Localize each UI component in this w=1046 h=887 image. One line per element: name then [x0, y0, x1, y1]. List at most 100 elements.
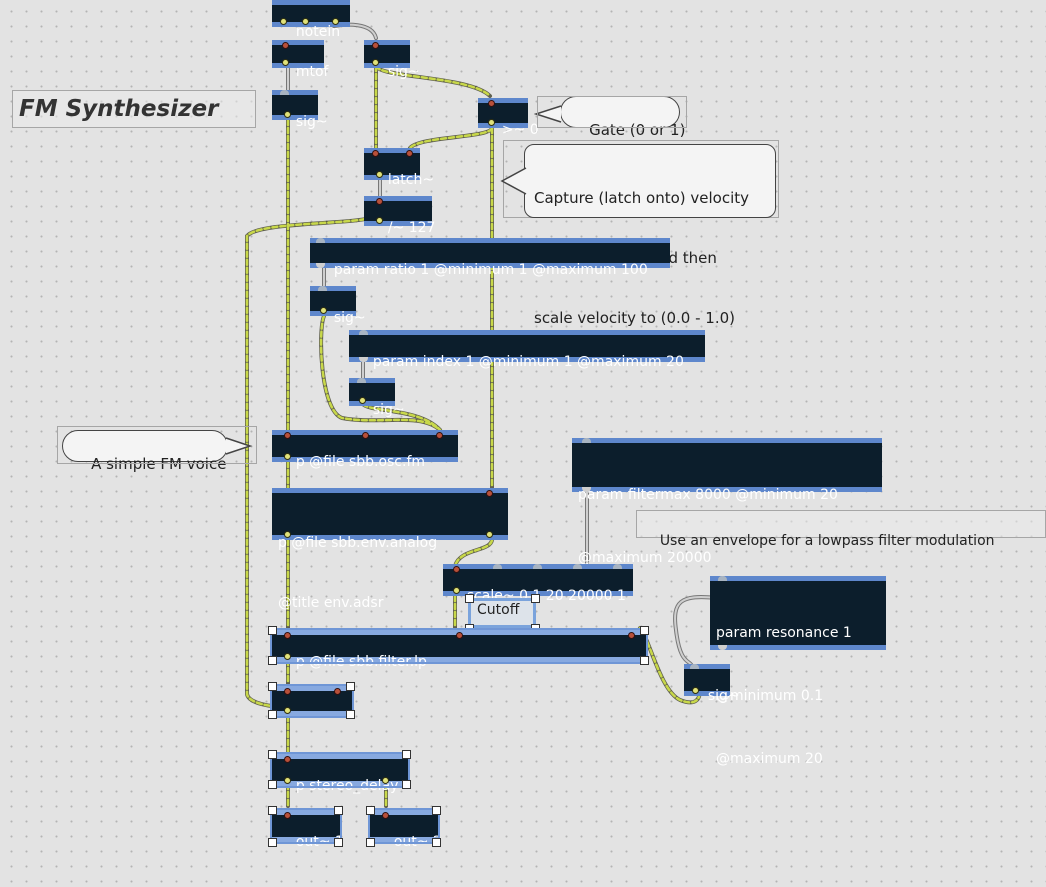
gate-outlet[interactable]	[488, 119, 495, 126]
sig-frequency-inlet[interactable]	[280, 90, 289, 95]
sig-ratio-outlet[interactable]	[320, 307, 327, 314]
gate-object[interactable]: >~ 0	[478, 98, 539, 138]
out-1-handle-tl[interactable]	[268, 806, 277, 815]
latch-object[interactable]: latch~	[364, 148, 434, 188]
gate-inlet[interactable]	[488, 100, 495, 107]
stereo-delay-handle-tr[interactable]	[402, 750, 411, 759]
fm-voice-bubble[interactable]: A simple FM voice	[62, 430, 228, 473]
param-resonance-object[interactable]: param resonance 1 @minimum 0.1 @maximum …	[710, 576, 886, 767]
param-ratio-object[interactable]: param ratio 1 @minimum 1 @maximum 100	[310, 238, 670, 278]
osc-fm-inlet-frequency[interactable]	[284, 432, 291, 439]
out-2-handle-br[interactable]	[432, 838, 441, 847]
divide-127-object[interactable]: /~ 127	[364, 196, 435, 236]
notein-outlet-velocity[interactable]	[302, 18, 309, 25]
stereo-delay-outlet-right[interactable]	[382, 777, 389, 784]
sig-resonance-inlet[interactable]	[690, 664, 699, 669]
env-analog-inlet[interactable]	[486, 490, 493, 497]
out-2-handle-tr[interactable]	[432, 806, 441, 815]
sig-frequency-outlet[interactable]	[284, 111, 291, 118]
multiply-inlet-right[interactable]	[334, 688, 341, 695]
scale-inlet-1[interactable]	[453, 566, 460, 573]
notein-outlet-pitch[interactable]	[280, 18, 287, 25]
stereo-delay-object[interactable]: p stereo_delay	[270, 752, 410, 794]
sig-frequency-object[interactable]: sig~	[272, 90, 328, 130]
latch-inlet-control[interactable]	[406, 150, 413, 157]
stereo-delay-handle-bl[interactable]	[268, 780, 277, 789]
osc-fm-inlet-ratio[interactable]	[362, 432, 369, 439]
env-analog-outlet-1[interactable]	[284, 531, 291, 538]
param-filtermax-inlet[interactable]	[582, 438, 591, 443]
sig-index-inlet[interactable]	[357, 378, 366, 383]
stereo-delay-handle-tl[interactable]	[268, 750, 277, 759]
sig-velocity-object[interactable]: sig~	[364, 40, 420, 80]
multiply-handle-br[interactable]	[346, 710, 355, 719]
osc-fm-object[interactable]: p @file sbb.osc.fm	[272, 430, 458, 470]
param-index-object[interactable]: param index 1 @minimum 1 @maximum 20	[349, 330, 705, 370]
notein-outlet-channel[interactable]	[332, 18, 339, 25]
out-1-inlet[interactable]	[284, 812, 291, 819]
patcher-canvas[interactable]: FM Synthesizer notein mtof sig~ sig~ >~ …	[0, 0, 1046, 851]
filter-lp-handle-tl[interactable]	[268, 626, 277, 635]
filter-lp-inlet-resonance[interactable]	[628, 632, 635, 639]
cutoff-handle-tl[interactable]	[465, 594, 474, 603]
sig-ratio-object[interactable]: sig~	[310, 286, 366, 326]
stereo-delay-handle-br[interactable]	[402, 780, 411, 789]
filter-lp-handle-br[interactable]	[640, 656, 649, 665]
scale-inlet-5[interactable]	[613, 564, 622, 569]
out-1-handle-br[interactable]	[334, 838, 343, 847]
osc-fm-outlet[interactable]	[284, 453, 291, 460]
param-index-inlet[interactable]	[359, 330, 368, 335]
param-resonance-inlet[interactable]	[718, 576, 727, 581]
mtof-outlet[interactable]	[282, 59, 289, 66]
sig-resonance-object[interactable]: sig~	[684, 664, 740, 704]
param-index-outlet[interactable]	[359, 357, 368, 362]
param-filtermax-object[interactable]: param filtermax 8000 @minimum 20 @maximu…	[572, 438, 882, 566]
notein-object[interactable]: notein	[272, 0, 350, 40]
env-analog-outlet-2[interactable]	[486, 531, 493, 538]
mtof-object[interactable]: mtof	[272, 40, 328, 80]
out-1-handle-tr[interactable]	[334, 806, 343, 815]
multiply-handle-tr[interactable]	[346, 682, 355, 691]
multiply-object[interactable]	[270, 684, 354, 718]
scale-object[interactable]: scale~ 0 1 20 20000 1	[443, 564, 633, 604]
osc-fm-inlet-index[interactable]	[436, 432, 443, 439]
scale-inlet-4[interactable]	[573, 564, 582, 569]
mtof-inlet[interactable]	[282, 42, 289, 49]
cutoff-label[interactable]: Cutoff	[468, 598, 536, 628]
multiply-handle-tl[interactable]	[268, 682, 277, 691]
param-resonance-outlet[interactable]	[718, 645, 727, 650]
sig-index-outlet[interactable]	[359, 397, 366, 404]
filter-lp-inlet-cutoff[interactable]	[456, 632, 463, 639]
filter-lp-outlet[interactable]	[284, 653, 291, 660]
sig-resonance-outlet[interactable]	[692, 687, 699, 694]
stereo-delay-inlet[interactable]	[284, 756, 291, 763]
cutoff-handle-tr[interactable]	[531, 594, 540, 603]
out-1-object[interactable]: out~ 1	[270, 808, 344, 850]
param-ratio-inlet[interactable]	[316, 238, 325, 243]
filter-lp-object[interactable]: p @file sbb.filter.lp	[270, 628, 648, 670]
param-ratio-outlet[interactable]	[316, 263, 325, 268]
scale-inlet-3[interactable]	[533, 564, 542, 569]
scale-inlet-2[interactable]	[493, 564, 502, 569]
multiply-outlet[interactable]	[284, 707, 291, 714]
out-2-handle-bl[interactable]	[366, 838, 375, 847]
out-2-object[interactable]: out~ 2	[368, 808, 442, 850]
velocity-bubble[interactable]: Capture (latch onto) velocity when non-z…	[524, 144, 776, 327]
multiply-inlet-left[interactable]	[284, 688, 291, 695]
param-filtermax-outlet[interactable]	[582, 487, 591, 492]
sig-ratio-inlet[interactable]	[318, 286, 327, 291]
multiply-handle-bl[interactable]	[268, 710, 277, 719]
lowpass-note[interactable]: Use an envelope for a lowpass filter mod…	[636, 510, 1046, 549]
latch-outlet[interactable]	[376, 171, 383, 178]
divide-inlet[interactable]	[376, 198, 383, 205]
sig-velocity-outlet[interactable]	[372, 59, 379, 66]
sig-index-object[interactable]: sig~	[349, 378, 405, 418]
filter-lp-handle-bl[interactable]	[268, 656, 277, 665]
out-2-inlet[interactable]	[382, 812, 389, 819]
patch-title-comment[interactable]: FM Synthesizer	[12, 90, 256, 128]
scale-outlet[interactable]	[453, 587, 460, 594]
latch-inlet-signal[interactable]	[372, 150, 379, 157]
env-analog-object[interactable]: p @file sbb.env.analog @title env.adsr	[272, 488, 508, 611]
divide-outlet[interactable]	[376, 217, 383, 224]
filter-lp-inlet-signal[interactable]	[284, 632, 291, 639]
